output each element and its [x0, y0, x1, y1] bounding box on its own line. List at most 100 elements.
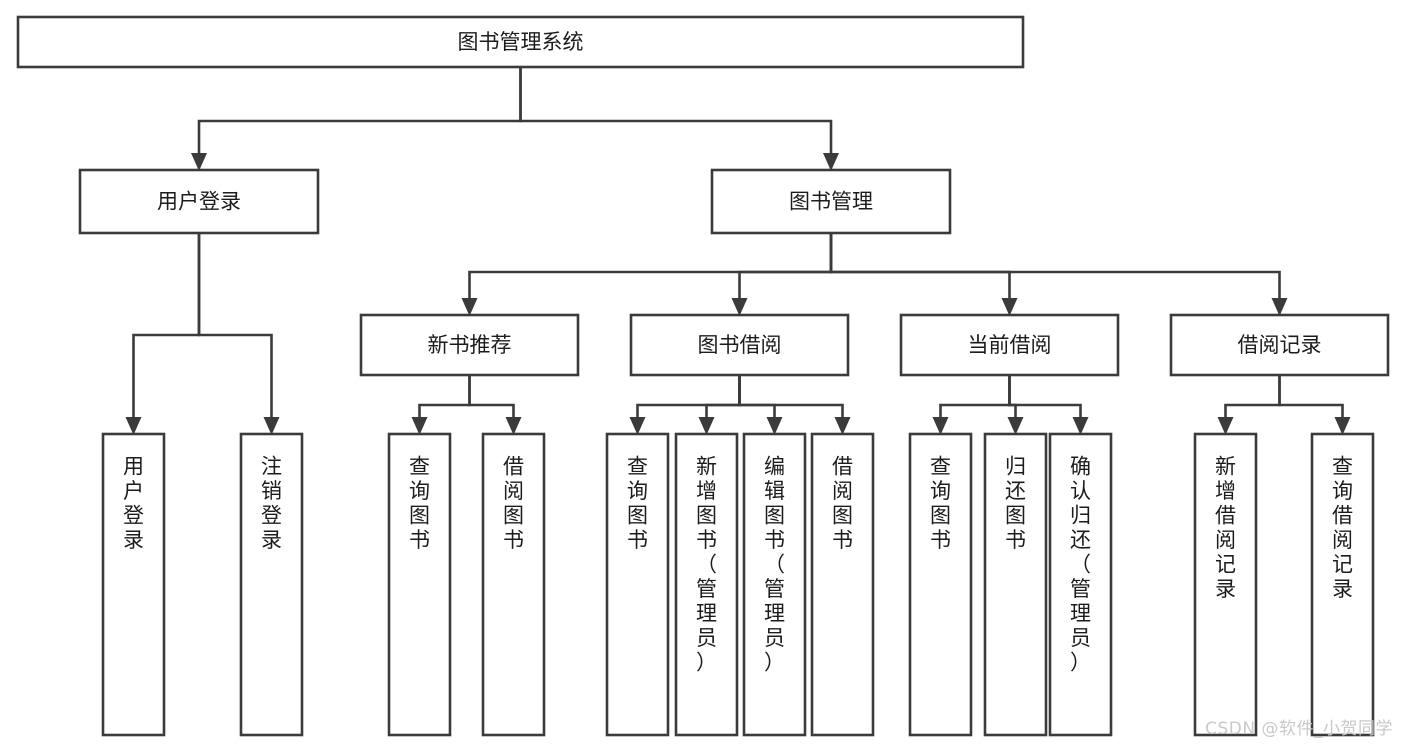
- connector-line: [636, 375, 741, 423]
- node-box: [359, 313, 580, 377]
- node-leaf-query-book-cur[interactable]: 查询图书: [908, 432, 973, 737]
- arrow-head-icon: [834, 417, 851, 435]
- node-label: 归还图书: [1005, 455, 1026, 553]
- node-leaf-query-book-rec[interactable]: 查询图书: [387, 432, 452, 737]
- node-box: [810, 432, 875, 737]
- connector-line: [738, 233, 833, 304]
- node-leaf-logout[interactable]: 注销登录: [239, 432, 304, 737]
- connector-new-book-recommend-to-leaf-query-book-rec: [411, 375, 471, 435]
- node-leaf-user-login[interactable]: 用户登录: [101, 432, 166, 737]
- arrow-head-icon: [505, 417, 522, 435]
- node-current-borrow[interactable]: 当前借阅: [899, 313, 1120, 377]
- node-label: 新增图书（管理员）: [696, 455, 717, 675]
- node-leaf-confirm-return[interactable]: 确认归还（管理员）: [1048, 432, 1113, 737]
- node-box: [1310, 432, 1375, 737]
- arrow-head-icon: [731, 298, 748, 316]
- node-box: [983, 432, 1048, 737]
- node-label: 借阅图书: [832, 455, 853, 553]
- connector-line: [132, 233, 201, 423]
- node-leaf-add-book[interactable]: 新增图书（管理员）: [674, 432, 739, 737]
- node-book-manage[interactable]: 图书管理: [710, 168, 952, 235]
- connector-book-manage-to-current-borrow: [829, 233, 1018, 316]
- arrow-head-icon: [191, 153, 207, 171]
- arrow-head-icon: [411, 417, 428, 435]
- node-box: [239, 432, 304, 737]
- node-box: [710, 168, 952, 235]
- arrow-head-icon: [1334, 417, 1351, 435]
- node-label: 借阅记录: [1238, 333, 1322, 357]
- node-leaf-edit-book[interactable]: 编辑图书（管理员）: [742, 432, 807, 737]
- arrow-head-icon: [932, 417, 949, 435]
- node-label: 借阅图书: [503, 455, 524, 553]
- node-box: [1048, 432, 1113, 737]
- connector-root-to-book-manage: [519, 67, 839, 171]
- node-box: [742, 432, 807, 737]
- node-leaf-query-record[interactable]: 查询借阅记录: [1310, 432, 1375, 737]
- node-label: 当前借阅: [968, 333, 1052, 357]
- node-leaf-query-book-borrow[interactable]: 查询图书: [605, 432, 670, 737]
- connector-line: [1224, 375, 1281, 423]
- connector-line: [468, 233, 833, 304]
- node-label: 确认归还（管理员）: [1070, 455, 1091, 675]
- connector-line: [197, 67, 522, 159]
- node-new-book-recommend[interactable]: 新书推荐: [359, 313, 580, 377]
- node-label: 查询图书: [930, 455, 951, 553]
- connector-layer: [125, 67, 1351, 435]
- node-label: 图书借阅: [698, 333, 782, 357]
- node-box: [387, 432, 452, 737]
- node-box: [899, 313, 1120, 377]
- node-root[interactable]: 图书管理系统: [16, 15, 1025, 69]
- node-user-login[interactable]: 用户登录: [78, 168, 320, 235]
- node-box: [674, 432, 739, 737]
- arrow-head-icon: [766, 417, 783, 435]
- arrow-head-icon: [461, 298, 478, 316]
- node-label: 新书推荐: [428, 333, 512, 357]
- connector-line: [468, 375, 515, 423]
- csdn-watermark: CSDN @软件_小贺同学: [1205, 719, 1393, 739]
- connector-borrow-record-to-leaf-add-record: [1217, 375, 1281, 435]
- connector-book-borrow-to-leaf-borrow-book: [738, 375, 851, 435]
- node-label: 用户登录: [157, 190, 241, 214]
- arrow-head-icon: [125, 417, 142, 435]
- node-leaf-add-record[interactable]: 新增借阅记录: [1193, 432, 1258, 737]
- node-box: [101, 432, 166, 737]
- node-label: 编辑图书（管理员）: [764, 455, 785, 675]
- arrow-head-icon: [263, 417, 280, 435]
- arrow-head-icon: [629, 417, 646, 435]
- node-label: 新增借阅记录: [1215, 455, 1236, 602]
- connector-new-book-recommend-to-leaf-borrow-book-rec: [468, 375, 522, 435]
- arrow-head-icon: [1072, 417, 1089, 435]
- arrow-head-icon: [1001, 298, 1018, 316]
- node-box: [16, 15, 1025, 69]
- connector-line: [1008, 375, 1082, 423]
- node-label: 查询图书: [627, 455, 648, 553]
- node-box: [908, 432, 973, 737]
- node-label: 用户登录: [123, 455, 144, 553]
- node-box: [481, 432, 546, 737]
- connector-line: [1278, 375, 1344, 423]
- node-label: 查询借阅记录: [1332, 455, 1353, 602]
- connector-borrow-record-to-leaf-query-record: [1278, 375, 1351, 435]
- connector-line: [829, 233, 1011, 304]
- connector-line: [418, 375, 471, 423]
- node-label: 查询图书: [409, 455, 430, 553]
- connector-root-to-user-login: [191, 67, 522, 171]
- node-label: 图书管理: [789, 190, 873, 214]
- connector-line: [519, 67, 833, 159]
- connector-line: [829, 233, 1281, 304]
- connector-book-manage-to-borrow-record: [829, 233, 1288, 316]
- node-box: [78, 168, 320, 235]
- node-book-borrow[interactable]: 图书借阅: [629, 313, 850, 377]
- node-leaf-borrow-book[interactable]: 借阅图书: [810, 432, 875, 737]
- node-leaf-return-book[interactable]: 归还图书: [983, 432, 1048, 737]
- node-leaf-borrow-book-rec[interactable]: 借阅图书: [481, 432, 546, 737]
- connector-line: [738, 375, 776, 423]
- node-borrow-record[interactable]: 借阅记录: [1169, 313, 1390, 377]
- arrow-head-icon: [698, 417, 715, 435]
- node-box: [1193, 432, 1258, 737]
- connector-book-manage-to-book-borrow: [731, 233, 833, 316]
- connector-current-borrow-to-leaf-confirm-return: [1008, 375, 1089, 435]
- node-label: 注销登录: [261, 455, 282, 553]
- node-box: [1169, 313, 1390, 377]
